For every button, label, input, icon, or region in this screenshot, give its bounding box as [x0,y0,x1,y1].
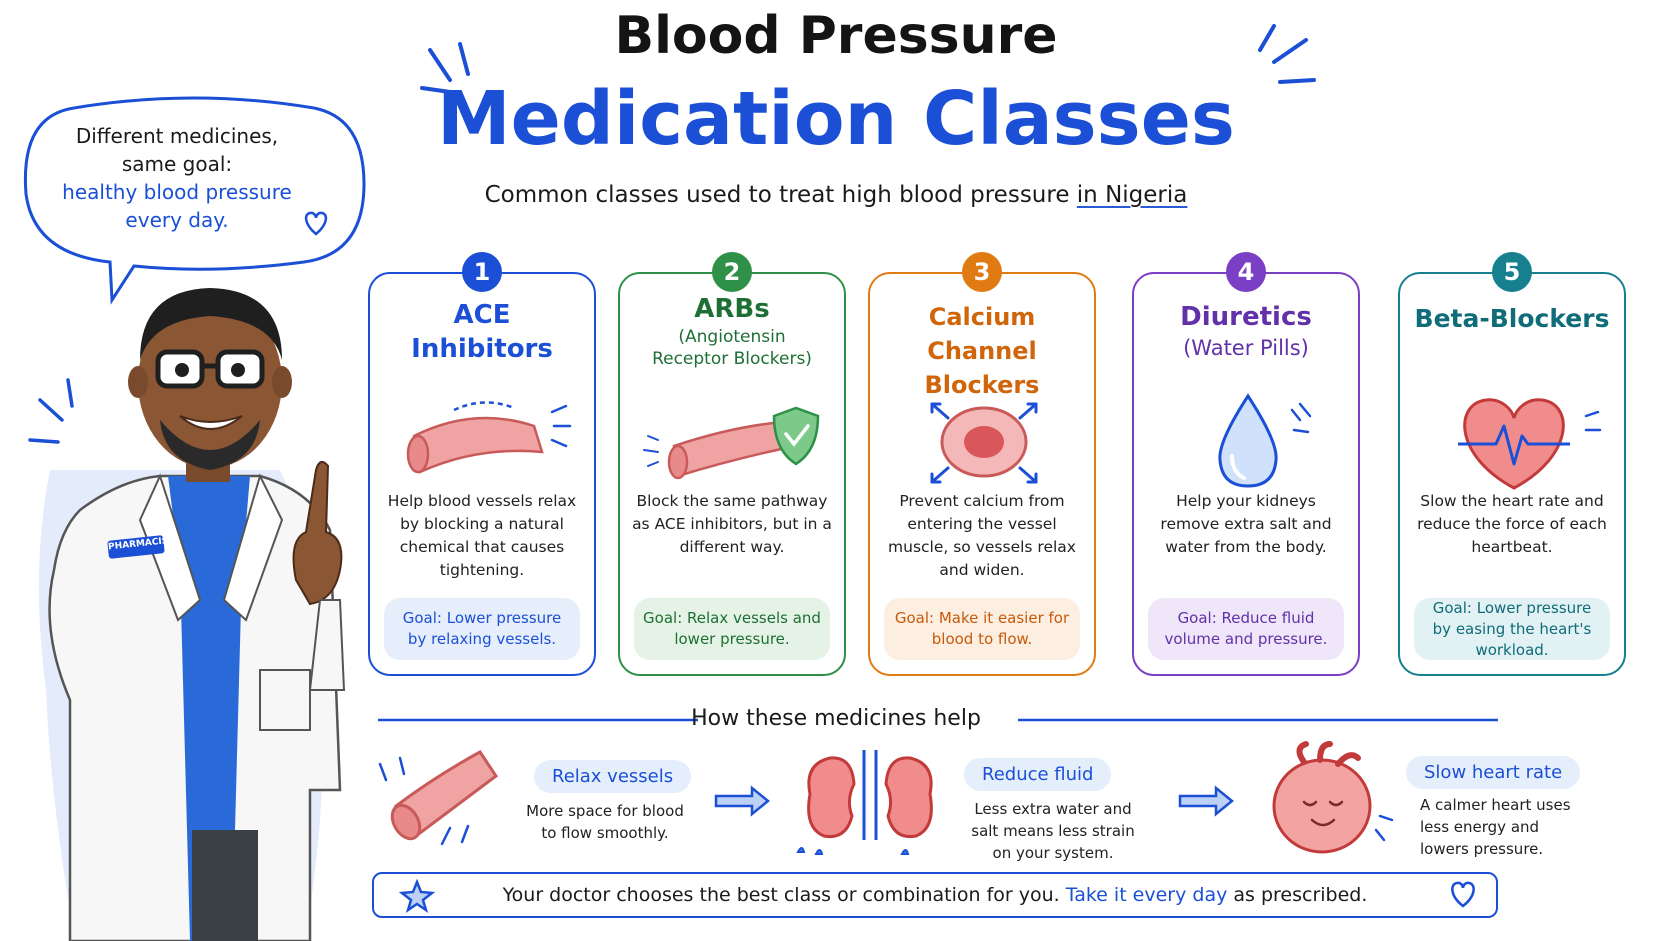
how-section-title: How these medicines help [691,706,981,731]
card-diuretics: 4 Diuretics (Water Pills) Help your kidn… [1132,252,1360,676]
sparkle-left-icon [420,42,470,94]
card-title-text: Calcium Channel Blockers [924,303,1040,399]
card-title-text: ACE Inhibitors [411,300,553,364]
relax-vessels-label: Relax vessels [534,760,692,793]
card-subtitle: (Water Pills) [1183,336,1309,360]
card-description: Block the same pathway as ACE inhibitors… [632,492,832,556]
card-ace-inhibitors: 1 ACE Inhibitors Help blood vessels rela… [368,252,596,676]
card-description: Help your kidneys remove extra salt and … [1160,492,1332,556]
vessel-shield-icon [643,406,820,480]
card-goal: Goal: Lower pressure by relaxing vessels… [384,598,580,660]
card-description: Slow the heart rate and reduce the force… [1417,492,1607,556]
card-title-text: Beta-Blockers [1414,304,1610,333]
card-subtitle: (Angiotensin Receptor Blockers) [652,327,812,369]
card-number: 2 [712,252,752,292]
card-title: Calcium Channel Blockers [874,300,1090,402]
subtitle-place: in Nigeria [1076,182,1188,208]
arrow-right-icon [714,785,770,817]
heart-outline-icon [1451,881,1475,908]
water-drop-icon [1218,393,1312,488]
reduce-fluid-description: Less extra water and salt means less str… [971,800,1135,862]
bubble-line4: every day. [125,208,229,232]
card-goal: Goal: Lower pressure by easing the heart… [1414,598,1610,660]
heart-small-icon [304,211,328,236]
relax-vessels-description: More space for blood to flow smoothly. [526,802,684,842]
card-title-text: ARBs [694,294,770,324]
card-goal: Goal: Relax vessels and lower pressure. [634,598,830,660]
slow-heart-rate-description: A calmer heart uses less energy and lowe… [1420,796,1571,858]
card-calcium-channel-blockers: 3 Calcium Channel Blockers Prevent calci… [868,252,1096,676]
arrow-right-icon [1178,785,1234,817]
card-number: 1 [462,252,502,292]
footer-text-main: Your doctor chooses the best class or co… [502,884,1060,906]
calm-heart-icon [1272,741,1394,854]
page-subtitle: Common classes used to treat high blood … [0,182,1672,208]
footer-text-end: as prescribed. [1233,884,1368,906]
card-number: 4 [1226,252,1266,292]
vessel-widening-icon [930,402,1038,484]
card-goal: Goal: Make it easier for blood to flow. [884,598,1080,660]
star-icon [398,878,436,913]
bubble-line1: Different medicines, [75,124,279,148]
card-title: Beta-Blockers [1404,302,1620,336]
page-title-line1: Blood Pressure [614,6,1058,66]
slow-heart-rate-label: Slow heart rate [1406,756,1581,789]
card-arbs: 2 ARBs (Angiotensin Receptor Blockers) B… [618,252,846,676]
reduce-fluid-label: Reduce fluid [964,758,1112,791]
bubble-line2: same goal: [121,152,233,176]
sparkle-right-icon [1258,24,1316,84]
card-title: ARBs (Angiotensin Receptor Blockers) [624,292,840,370]
vessel-icon [378,750,499,846]
pharmacist-illustration [28,288,346,941]
card-title: Diuretics (Water Pills) [1138,300,1354,362]
footer-banner [372,872,1498,918]
speech-bubble [23,96,366,305]
card-number: 3 [962,252,1002,292]
card-description: Prevent calcium from entering the vessel… [888,492,1076,579]
card-title-text: Diuretics [1180,302,1312,332]
card-goal: Goal: Reduce fluid volume and pressure. [1148,598,1344,660]
subtitle-main: Common classes used to treat high blood … [484,182,1070,208]
heart-rate-icon [1458,398,1602,490]
footer-text: Your doctor chooses the best class or co… [372,884,1498,906]
section-divider [378,718,1498,722]
card-title: ACE Inhibitors [374,298,590,366]
page-title-line2: Medication Classes [437,76,1235,162]
footer-text-highlight: Take it every day [1065,884,1228,906]
card-beta-blockers: 5 Beta-Blockers Slow the heart rate and … [1398,252,1626,676]
card-number: 5 [1492,252,1532,292]
blood-vessel-relax-icon [406,401,572,474]
card-description: Help blood vessels relax by blocking a n… [387,492,577,579]
kidneys-icon [796,750,933,855]
bubble-line3: healthy blood pressure [62,180,292,204]
speech-bubble-text: Different medicines, same goal: healthy … [46,122,308,234]
